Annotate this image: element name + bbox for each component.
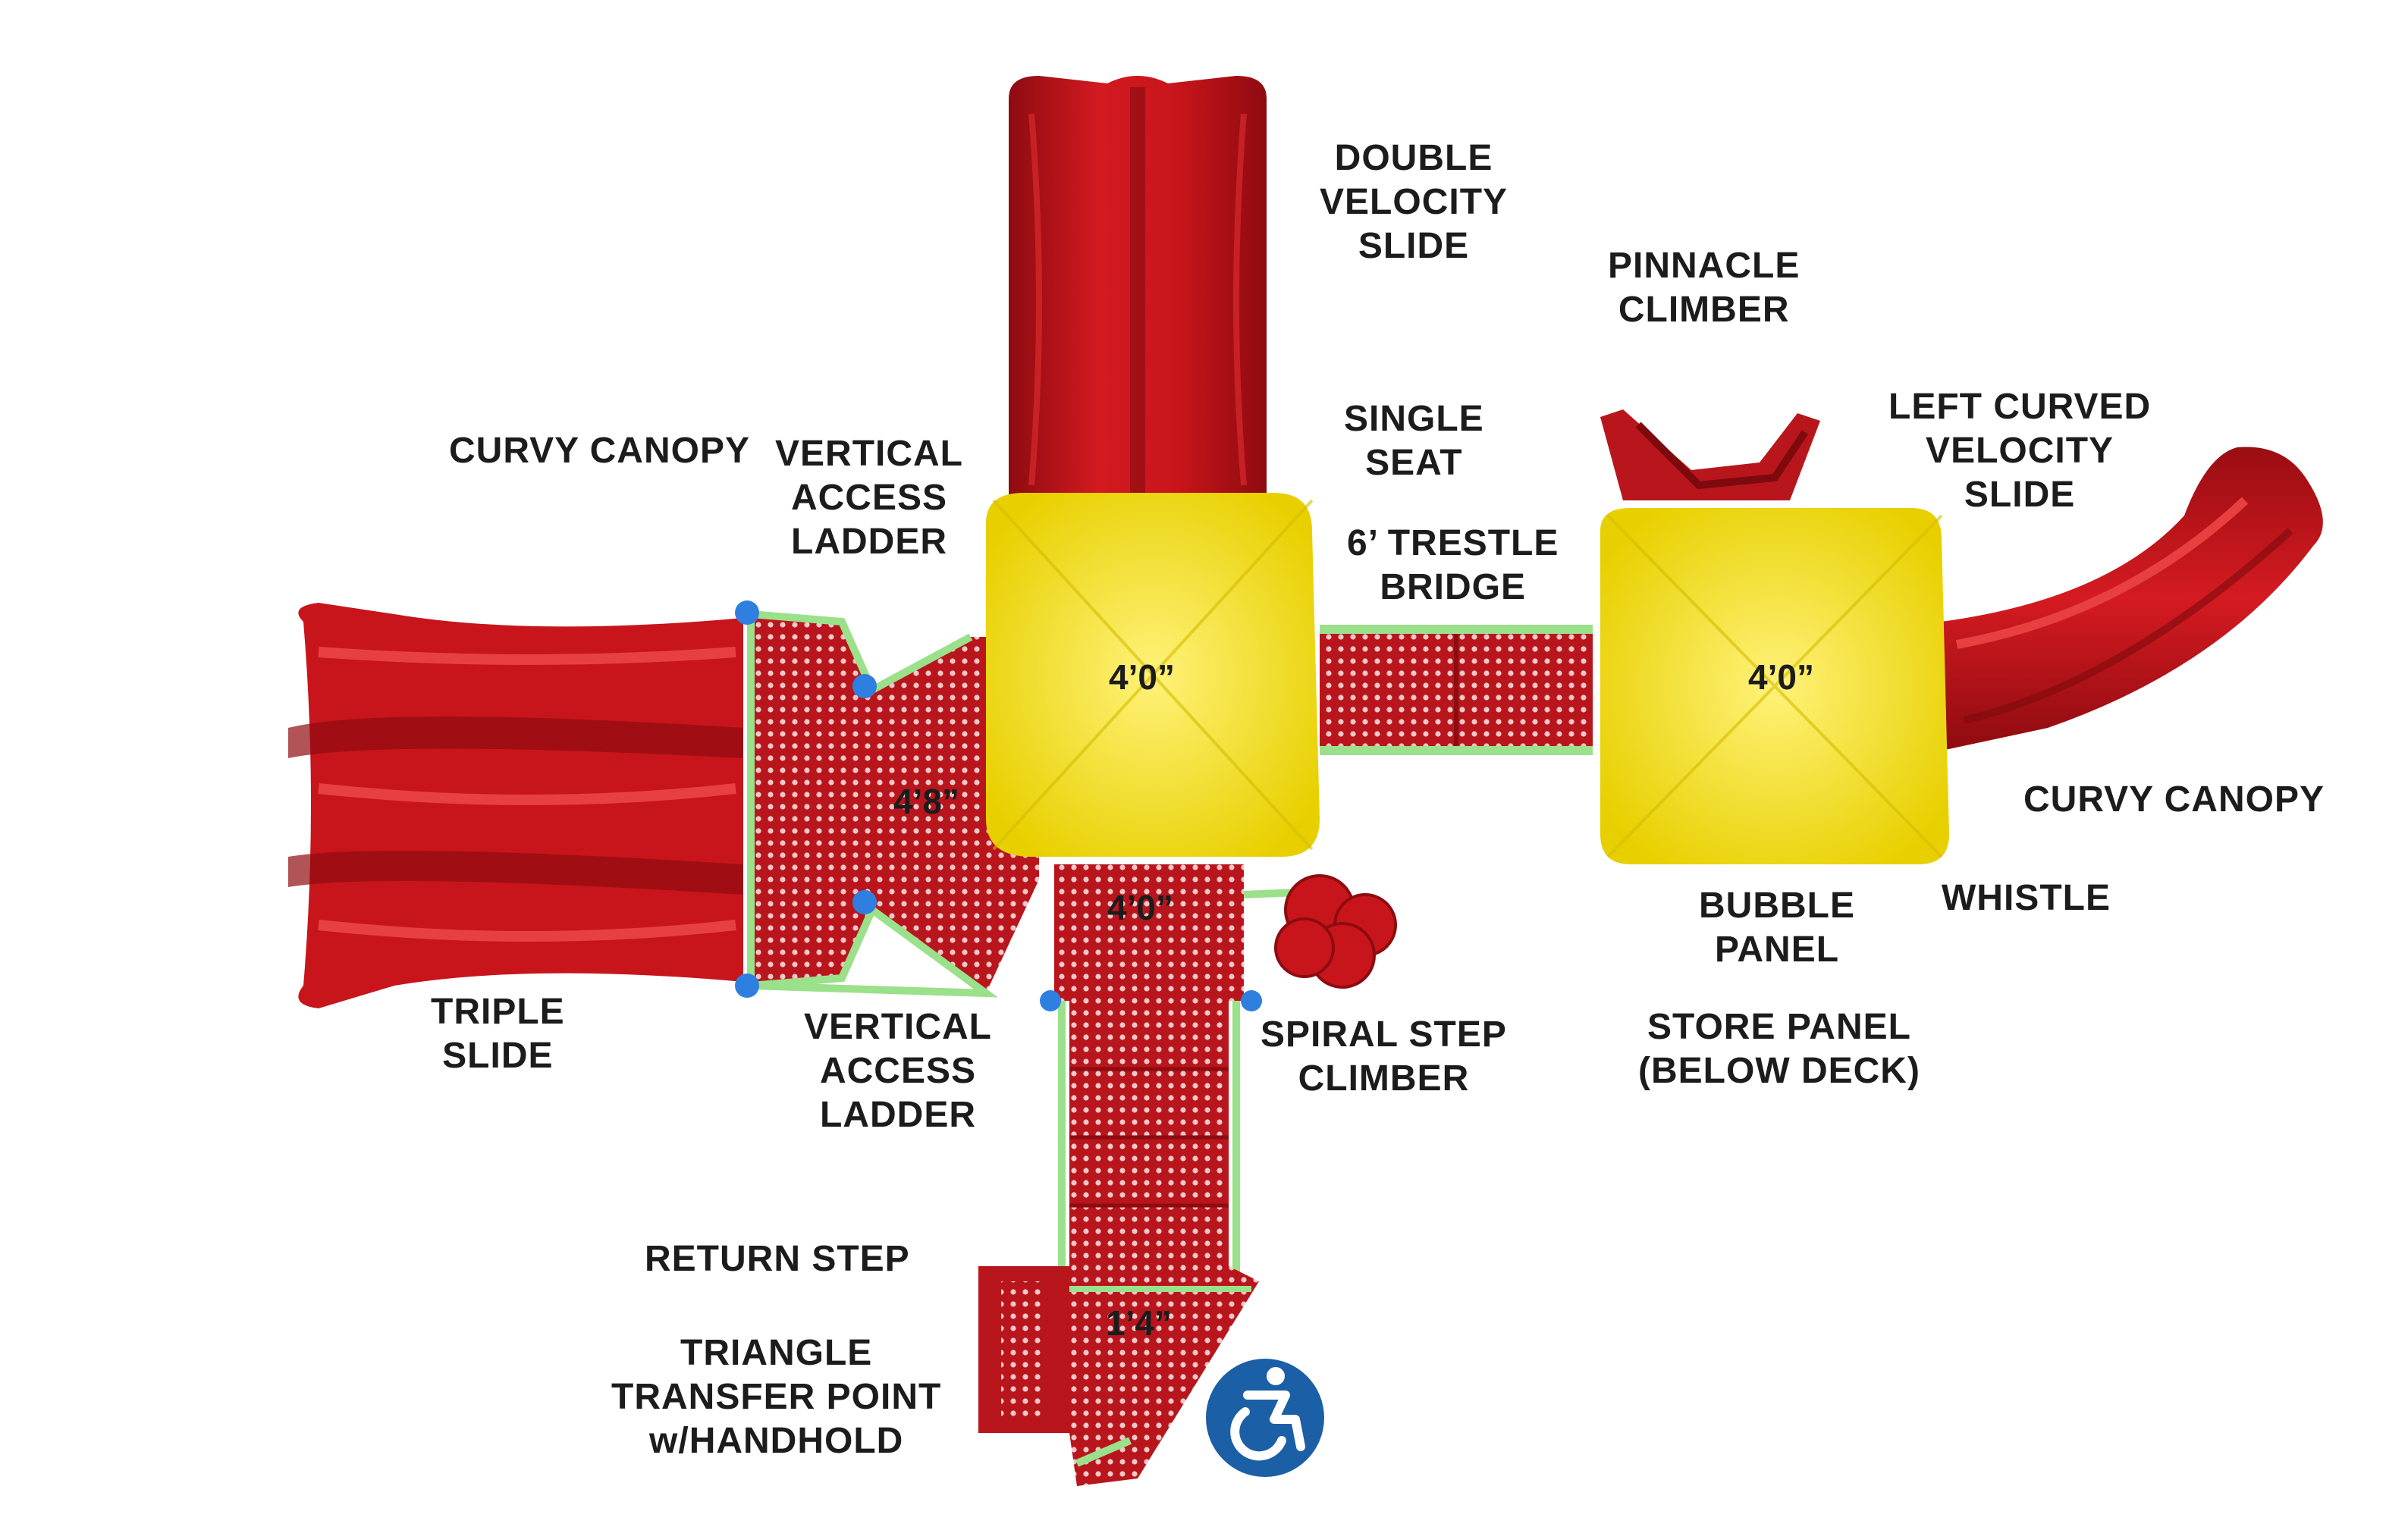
spiral-step-climber	[1243, 874, 1397, 989]
canopy-right	[1600, 508, 1949, 864]
deck-height-lower-deck: 4’0”	[1107, 888, 1173, 927]
pinnacle-climber	[1600, 409, 1820, 500]
label-return-step: RETURN STEP	[645, 1239, 910, 1279]
triple-slide	[288, 603, 743, 1008]
label-whistle: WHISTLE	[1942, 878, 2111, 918]
label-curvy-canopy-left: CURVY CANOPY	[449, 431, 750, 471]
label-store-panel: STORE PANEL(BELOW DECK)	[1638, 1007, 1920, 1091]
label-curvy-canopy-right: CURVY CANOPY	[2023, 779, 2325, 820]
wheelchair-accessibility-icon	[1206, 1359, 1324, 1477]
deck-height-canopy-right: 4’0”	[1748, 657, 1814, 697]
trestle-bridge	[1320, 625, 1593, 755]
lower-deck	[1054, 864, 1244, 1304]
left-curved-velocity-slide	[1942, 447, 2323, 751]
double-velocity-slide	[1009, 76, 1267, 500]
canopy-left	[986, 493, 1320, 857]
deck-height-angled-deck: 4’8”	[893, 782, 959, 821]
triangle-transfer-point	[978, 1266, 1259, 1486]
deck-height-transfer: 1’4”	[1106, 1303, 1172, 1343]
deck-height-canopy-left: 4’0”	[1109, 657, 1175, 697]
angled-deck	[747, 610, 1039, 998]
clamps	[735, 600, 1262, 1011]
